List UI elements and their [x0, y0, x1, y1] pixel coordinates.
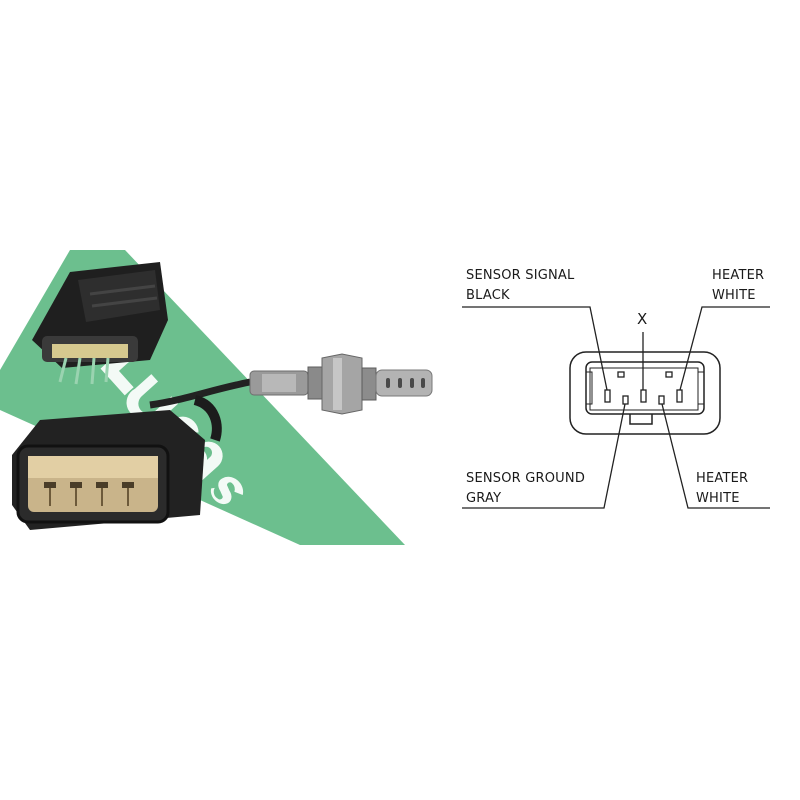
label-sensor-ground: SENSOR GROUND GRAY: [466, 471, 586, 506]
label-sensor-signal: SENSOR SIGNAL BLACK: [466, 268, 575, 303]
label-heater-bottom: HEATER WHITE: [696, 471, 749, 506]
leader-sensor-ground: [462, 403, 626, 509]
pin-5: [676, 389, 683, 403]
cavity-outline: [585, 361, 705, 415]
product-photo: [0, 250, 433, 545]
connector-schematic: [462, 306, 770, 509]
center-x-mark: X: [637, 310, 648, 328]
housing-outline: [569, 351, 721, 435]
leader-heater-top: [679, 306, 770, 391]
pin-4: [658, 395, 665, 405]
pin-1: [604, 389, 611, 403]
key-notch: [629, 414, 653, 425]
connector-rear: [32, 262, 168, 385]
connector-front: [12, 410, 205, 530]
leader-heater-bottom: [661, 403, 770, 509]
pin-3: [640, 389, 647, 403]
pinout-diagram: X SENSOR SIGNAL BLACK HEATER WHITE SENSO…: [440, 250, 800, 550]
oxygen-sensor-body: [249, 353, 433, 415]
sensor-cable: [149, 378, 251, 409]
pin-2: [622, 395, 629, 405]
label-heater-top: HEATER WHITE: [712, 268, 765, 303]
leader-sensor-signal: [462, 306, 608, 391]
